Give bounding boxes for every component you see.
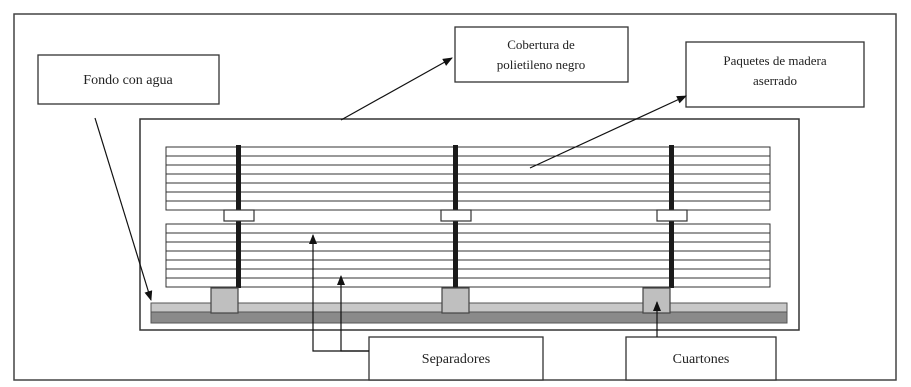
arrow-fondo (94, 117, 153, 301)
label-cuartones: Cuartones (673, 352, 730, 367)
label-box-cuartones (625, 336, 777, 381)
water-base-bottom (150, 311, 788, 324)
board (165, 223, 771, 234)
arrow-paquetes (529, 95, 687, 169)
package-spacers (223, 209, 688, 222)
spacer-block (440, 209, 472, 222)
spacer-block (656, 209, 688, 222)
board (165, 146, 771, 157)
board (165, 268, 771, 279)
label-box-cobertura (454, 26, 629, 83)
beam (441, 287, 470, 314)
board (165, 155, 771, 166)
board (165, 164, 771, 175)
label-paquetes-line1: Paquetes de madera (723, 53, 826, 68)
board (165, 200, 771, 211)
beam (210, 287, 239, 314)
label-fondo: Fondo con agua (83, 73, 173, 88)
spacer-block (223, 209, 255, 222)
board (165, 259, 771, 270)
board (165, 277, 771, 288)
lower-wood-package (165, 223, 771, 288)
label-box-paquetes (685, 41, 865, 108)
label-separadores: Separadores (422, 352, 490, 367)
board (165, 191, 771, 202)
board (165, 173, 771, 184)
label-box-separadores (368, 336, 544, 381)
arrow-cobertura (340, 57, 453, 121)
arrow-separadores-2 (337, 275, 369, 352)
label-cobertura-line1: Cobertura de (507, 37, 575, 52)
label-paquetes-line2: aserrado (753, 73, 797, 88)
label-cobertura-line2: polietileno negro (497, 57, 585, 72)
board (165, 232, 771, 243)
board (165, 250, 771, 261)
upper-wood-package (165, 146, 771, 211)
support-beams (210, 287, 671, 314)
label-box-fondo (37, 54, 220, 105)
board (165, 182, 771, 193)
board (165, 241, 771, 252)
